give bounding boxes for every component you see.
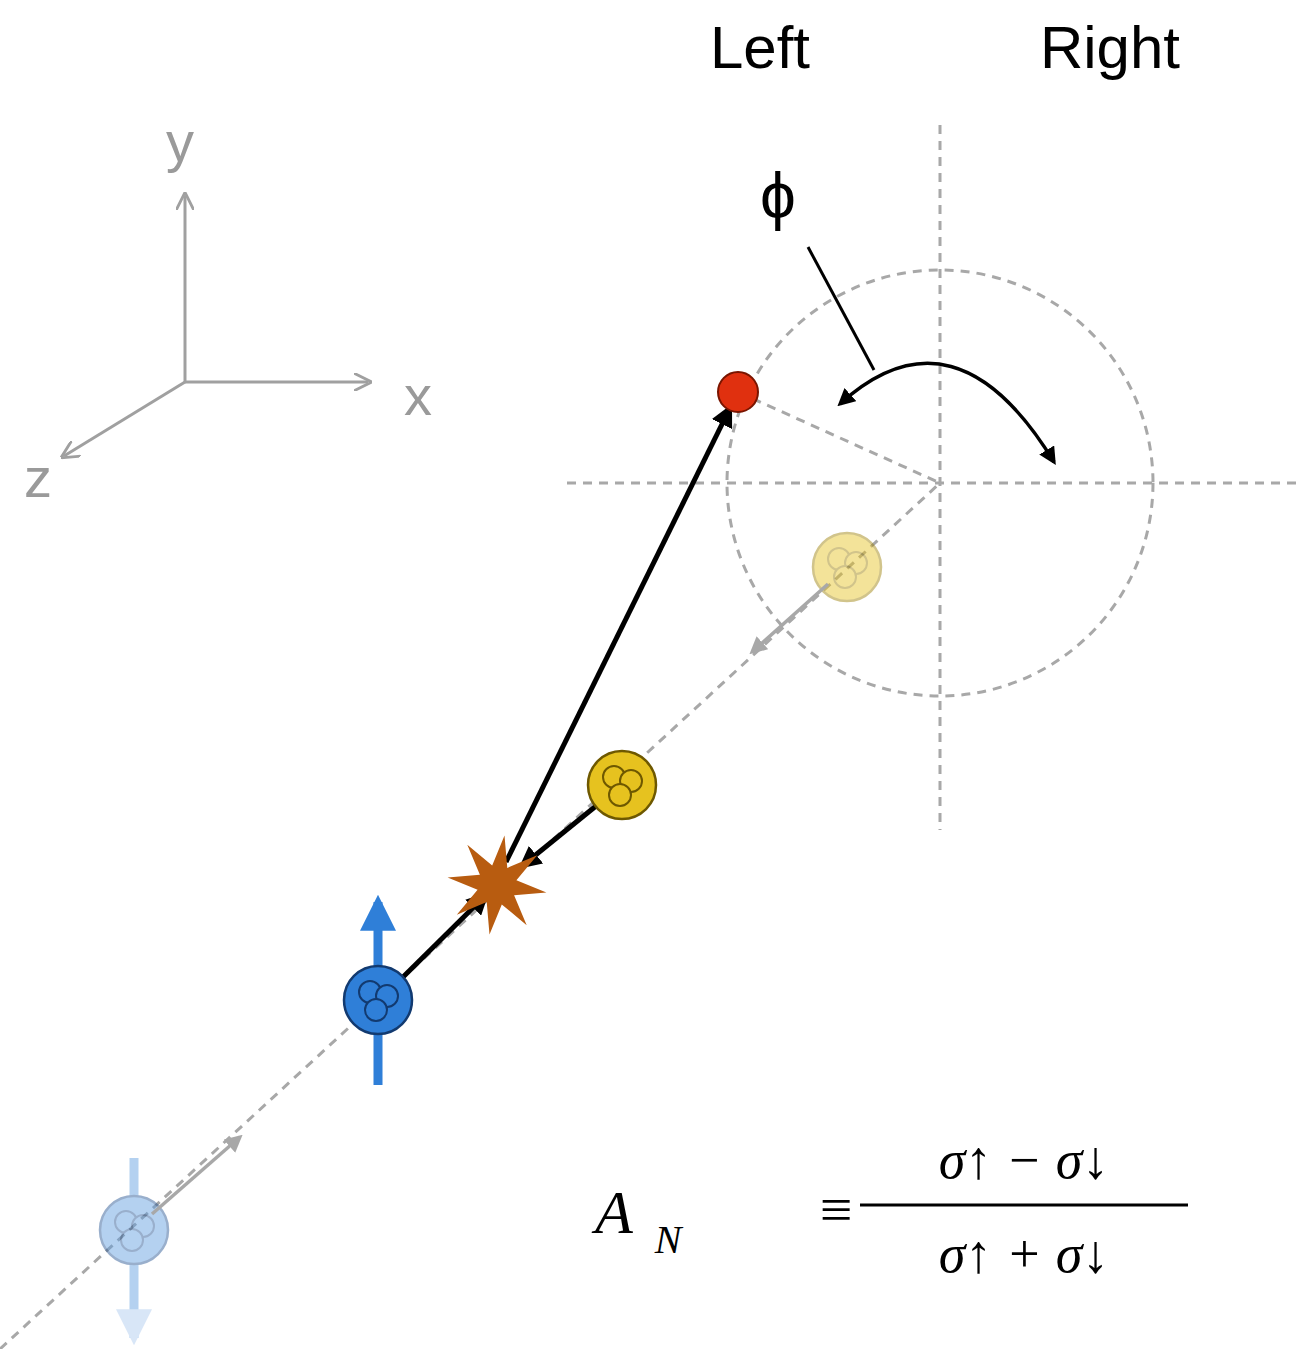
formula-denominator: σ↑ + σ↓	[939, 1227, 1110, 1281]
fraction-bar	[860, 1204, 1188, 1207]
side-label: Right	[1040, 18, 1180, 78]
formula-symbol: A	[595, 1181, 633, 1243]
formula-numerator: σ↑ − σ↓	[939, 1133, 1110, 1187]
polarized-proton	[344, 902, 412, 1085]
faint-proton	[813, 533, 881, 601]
beam-direction-arrow	[752, 584, 828, 652]
angle-label: ϕ	[760, 164, 796, 228]
angle-arc	[840, 363, 1054, 462]
momentum-arrows	[400, 408, 730, 980]
collision-star	[448, 836, 547, 935]
proton	[588, 751, 656, 819]
axis-label: x	[404, 368, 432, 424]
leader-line	[808, 247, 874, 370]
faint-proton	[100, 1158, 168, 1338]
axis-label: y	[166, 114, 194, 170]
beam-direction-arrow	[152, 1137, 240, 1214]
beam-line	[0, 483, 940, 1349]
side-label: Left	[710, 18, 810, 78]
axes	[64, 196, 368, 456]
formula-subscript: N	[655, 1220, 682, 1260]
formula-operator: ≡	[820, 1181, 853, 1239]
produced-particle	[718, 372, 758, 412]
axis-label: z	[24, 450, 52, 506]
